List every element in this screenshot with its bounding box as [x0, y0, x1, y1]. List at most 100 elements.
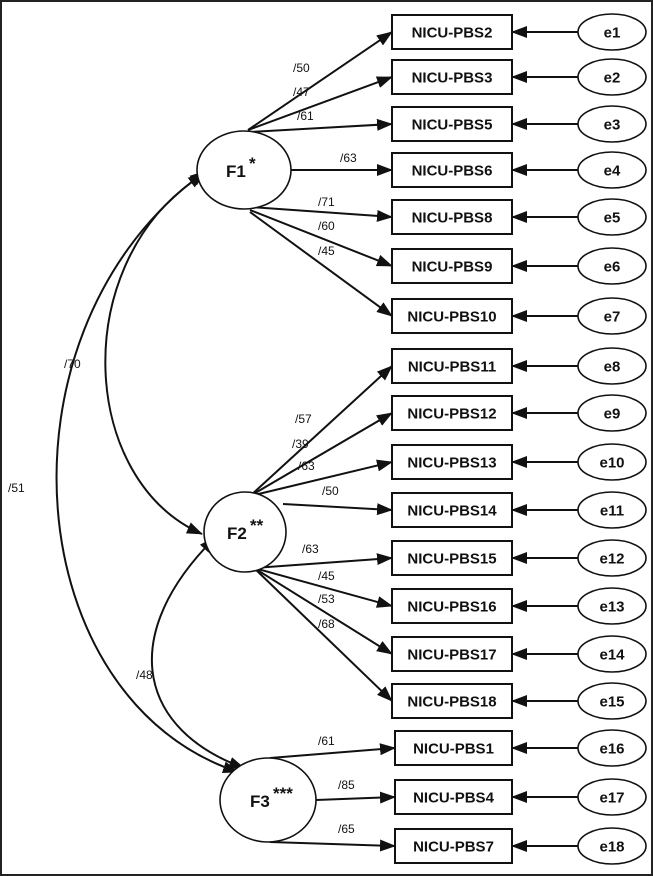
- error-term-label: e18: [599, 839, 624, 856]
- correlation-f1-f3: [55, 170, 239, 773]
- indicator-label: NICU-PBS6: [412, 163, 493, 180]
- indicator-box-frame: [391, 444, 513, 480]
- error-term-label: e16: [599, 741, 624, 758]
- factor-label: F1: [226, 162, 246, 181]
- error-term-ellipse: [577, 13, 647, 51]
- error-term-label: e14: [599, 647, 625, 664]
- loading-coefficient: /60: [318, 219, 335, 233]
- indicator-box: NICU-PBS6: [391, 152, 513, 188]
- error-term: e7: [577, 297, 647, 335]
- indicator-label: NICU-PBS7: [413, 839, 494, 856]
- loading-coefficient: /53: [318, 592, 335, 606]
- indicator-box-frame: [391, 683, 513, 719]
- error-term-ellipse: [577, 394, 647, 432]
- loading-arrow: [253, 567, 393, 655]
- factor-label: F3: [250, 792, 270, 811]
- error-term-ellipse: [577, 347, 647, 385]
- error-term-label: e6: [604, 259, 621, 276]
- error-term: e6: [577, 247, 647, 285]
- indicator-label: NICU-PBS8: [412, 210, 493, 227]
- indicator-box: NICU-PBS17: [391, 636, 513, 672]
- factor-f2: F2**: [203, 491, 287, 573]
- error-term-label: e11: [600, 503, 624, 520]
- error-term-ellipse: [577, 491, 647, 529]
- loading-coefficient: /45: [318, 244, 335, 258]
- error-term-ellipse: [577, 443, 647, 481]
- indicator-label: NICU-PBS14: [407, 503, 497, 520]
- error-term-ellipse: [577, 247, 647, 285]
- loading-coefficient: /63: [340, 151, 357, 165]
- error-term-ellipse: [577, 729, 647, 767]
- indicator-label: NICU-PBS5: [412, 117, 493, 134]
- indicator-box-frame: [391, 199, 513, 235]
- indicator-box-frame: [391, 588, 513, 624]
- error-term: e1: [577, 13, 647, 51]
- error-term-label: e5: [604, 210, 621, 227]
- indicator-label: NICU-PBS12: [407, 406, 496, 423]
- indicator-label: NICU-PBS10: [407, 309, 496, 326]
- indicator-box-frame: [391, 395, 513, 431]
- error-term-ellipse: [577, 539, 647, 577]
- factor-significance-stars: **: [250, 516, 264, 535]
- loading-arrow: [249, 206, 393, 222]
- factor-significance-stars: *: [249, 154, 256, 173]
- error-term: e4: [577, 151, 647, 189]
- indicator-box-frame: [391, 152, 513, 188]
- indicator-label: NICU-PBS9: [412, 259, 493, 276]
- loading-coefficient: /39: [292, 437, 309, 451]
- loading-arrow: [315, 791, 396, 804]
- correlation-value: /51: [8, 481, 25, 495]
- loading-arrow: [269, 839, 396, 852]
- error-term-ellipse: [577, 587, 647, 625]
- loading-coefficient: /57: [295, 412, 312, 426]
- indicator-box: NICU-PBS4: [394, 779, 513, 815]
- factor-f1: F1*: [196, 130, 292, 210]
- loading-coefficient: /68: [318, 617, 335, 631]
- error-term-label: e13: [599, 599, 624, 616]
- indicator-label: NICU-PBS4: [413, 790, 495, 807]
- error-term: e10: [577, 443, 647, 481]
- indicator-box-frame: [391, 540, 513, 576]
- indicator-box: NICU-PBS16: [391, 588, 513, 624]
- loading-arrow: [249, 211, 393, 317]
- indicator-box: NICU-PBS13: [391, 444, 513, 480]
- indicator-label: NICU-PBS16: [407, 599, 496, 616]
- error-term-ellipse: [577, 297, 647, 335]
- loading-coefficient: /61: [297, 109, 314, 123]
- loading-arrow: [249, 118, 393, 133]
- loading-coefficient: /50: [293, 61, 310, 75]
- loading-arrow: [253, 553, 393, 569]
- indicator-box-frame: [394, 730, 513, 766]
- loading-arrow: [269, 743, 396, 759]
- indicator-label: NICU-PBS17: [407, 647, 496, 664]
- error-term-ellipse: [577, 778, 647, 816]
- indicator-label: NICU-PBS11: [408, 359, 496, 376]
- loading-coefficient: /47: [293, 85, 310, 99]
- indicator-box: NICU-PBS12: [391, 395, 513, 431]
- correlation-f2-f3: [150, 536, 245, 769]
- loading-coefficient: /65: [338, 822, 355, 836]
- factor-label: F2: [227, 524, 247, 543]
- indicator-box: NICU-PBS15: [391, 540, 513, 576]
- indicator-box-frame: [391, 348, 513, 384]
- error-term-ellipse: [577, 58, 647, 96]
- loading-arrow: [247, 76, 393, 131]
- error-term: e8: [577, 347, 647, 385]
- indicator-box: NICU-PBS3: [391, 59, 513, 95]
- error-term: e11: [577, 491, 647, 529]
- indicator-box: NICU-PBS2: [391, 14, 513, 50]
- loading-coefficient: /63: [298, 459, 315, 473]
- indicator-box: NICU-PBS11: [391, 348, 513, 384]
- error-term: e3: [577, 105, 647, 143]
- indicator-box-frame: [391, 298, 513, 334]
- error-term-label: e15: [599, 694, 624, 711]
- factor-ellipse: [196, 130, 292, 210]
- error-term: e9: [577, 394, 647, 432]
- error-term-label: e17: [599, 790, 624, 807]
- error-term-ellipse: [577, 198, 647, 236]
- indicator-box-frame: [394, 779, 513, 815]
- error-term: e17: [577, 778, 647, 816]
- indicator-label: NICU-PBS13: [407, 455, 496, 472]
- loading-coefficient: /71: [318, 195, 335, 209]
- factor-ellipse: [219, 757, 317, 843]
